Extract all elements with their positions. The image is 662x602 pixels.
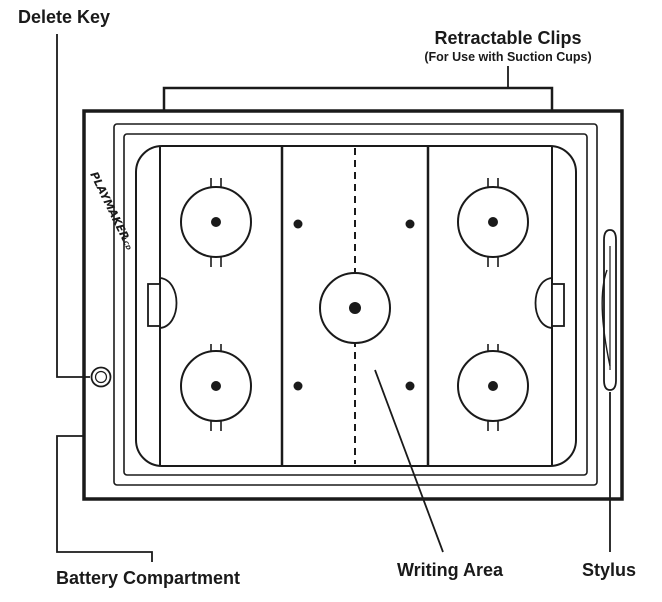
right-goal-net	[551, 283, 565, 327]
retractable-clips-note: (For Use with Suction Cups)	[424, 50, 591, 64]
delete-key-leader	[56, 34, 90, 378]
delete-key-button[interactable]	[90, 366, 112, 388]
stylus-label: Stylus	[582, 560, 636, 580]
writing-area-leader	[374, 369, 444, 553]
right-goal-crease	[534, 277, 553, 329]
faceoff-circle-top-left	[180, 178, 252, 267]
neutral-dot	[405, 219, 415, 229]
faceoff-circle-bottom-right	[457, 344, 529, 431]
neutral-dot	[293, 219, 303, 229]
writing-area[interactable]	[135, 145, 577, 467]
neutral-dot	[405, 381, 415, 391]
faceoff-circle-bottom-left	[180, 344, 252, 431]
battery-compartment-label: Battery Compartment	[56, 568, 240, 588]
delete-key-label: Delete Key	[18, 7, 110, 27]
left-goal-net	[147, 283, 161, 327]
retractable-clips-label: Retractable Clips	[434, 28, 581, 48]
stylus[interactable]	[601, 229, 617, 391]
retractable-clips	[162, 86, 554, 114]
battery-compartment-leader	[56, 435, 153, 562]
faceoff-circle-top-right	[457, 178, 529, 267]
neutral-dot	[293, 381, 303, 391]
writing-area-label: Writing Area	[397, 560, 504, 580]
left-goal-crease	[159, 277, 178, 329]
center-faceoff-dot	[349, 302, 361, 314]
